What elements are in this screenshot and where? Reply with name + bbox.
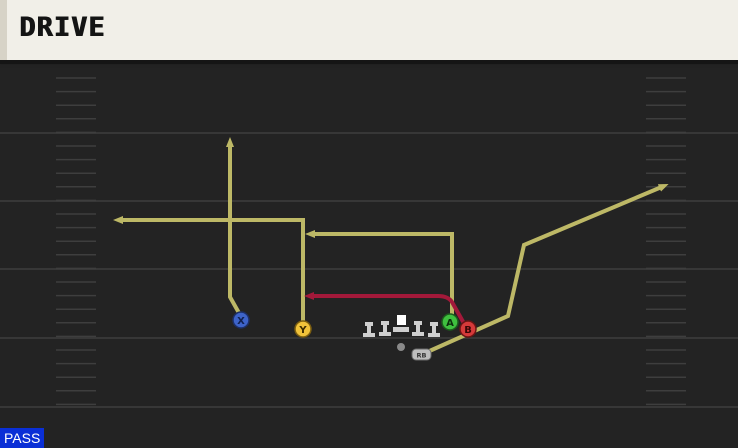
route-y: [113, 216, 305, 323]
route-x: [226, 137, 241, 314]
qb-dot-icon: [397, 343, 405, 351]
player-y-label: Y: [298, 325, 307, 336]
play-title-bar: DRIVE: [0, 0, 738, 60]
field-turf: [0, 60, 738, 448]
lineman-icon: [363, 322, 375, 337]
player-b: B: [459, 320, 477, 338]
yard-lines: [0, 132, 738, 408]
field-top-edge: [0, 60, 738, 64]
lineman-icon: [379, 321, 391, 336]
offensive-line: [363, 315, 440, 337]
lineman-icon: [428, 322, 440, 337]
route-b-primary: [304, 292, 468, 328]
player-a-label: A: [446, 318, 454, 329]
player-y: Y: [294, 320, 312, 338]
route-a: [305, 230, 454, 317]
lineman-icon: [412, 321, 424, 336]
player-x: X: [232, 311, 250, 329]
play-title: DRIVE: [19, 12, 106, 43]
player-a: A: [441, 313, 459, 331]
player-rb: RB: [411, 348, 432, 361]
hash-marks-right: [646, 77, 686, 406]
hash-marks-left: [56, 77, 96, 406]
center-icon: [393, 315, 409, 332]
player-rb-label: RB: [417, 352, 427, 360]
player-b-label: B: [464, 325, 472, 336]
player-x-label: X: [237, 316, 245, 327]
play-type-badge: PASS: [0, 428, 45, 448]
